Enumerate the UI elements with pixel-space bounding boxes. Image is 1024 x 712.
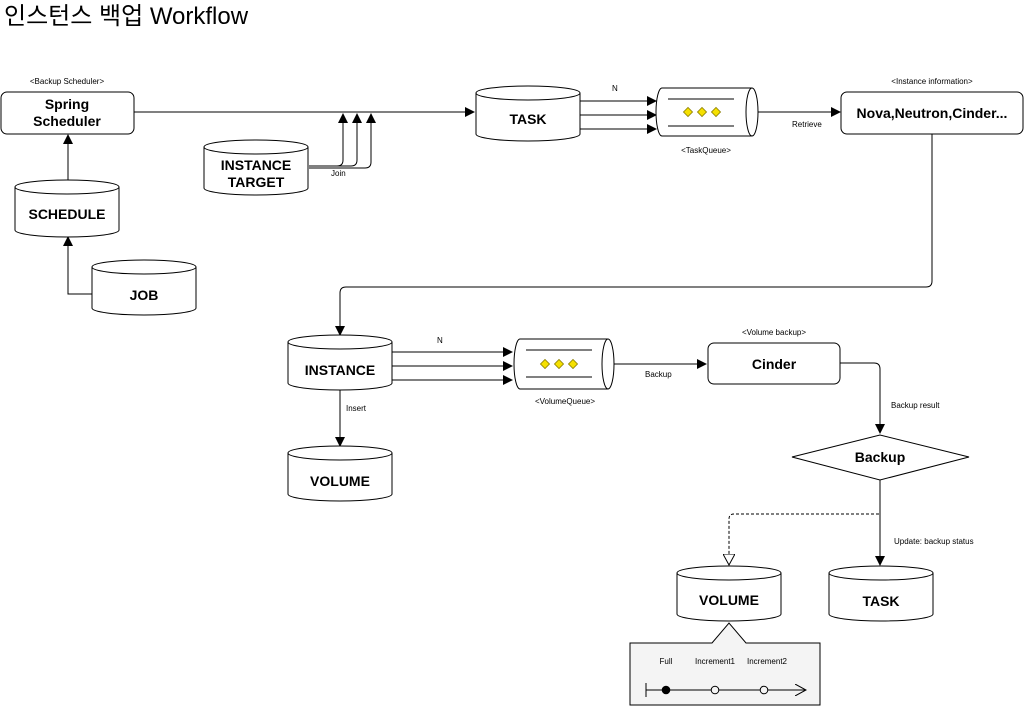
schedule-db: SCHEDULE [14, 179, 120, 238]
task-top-db: TASK [475, 85, 581, 142]
queue-item-icon [553, 358, 565, 370]
spring-scheduler-node: Spring Scheduler [0, 91, 135, 135]
full-backup-point [661, 685, 671, 695]
instance-target-line1: INSTANCE [221, 157, 292, 173]
backup-decision-label: Backup [855, 449, 906, 465]
retrieve-label: Retrieve [792, 120, 822, 129]
backup-scheduler-tag: <Backup Scheduler> [30, 77, 105, 86]
edge-nova-to-instance [335, 134, 933, 336]
instance-target-db: INSTANCE TARGET [203, 139, 309, 196]
task-top-label: TASK [509, 111, 546, 127]
task-queue [655, 87, 759, 137]
insert-label: Insert [346, 404, 367, 413]
volume-queue [513, 338, 615, 390]
page-title: 인스턴스 백업 Workflow [4, 3, 249, 30]
timeline-label-full: Full [660, 657, 673, 666]
queue-item-icon [710, 106, 722, 118]
instance-db: INSTANCE [287, 334, 393, 391]
timeline-label-increment2: Increment2 [747, 657, 788, 666]
cinder-label: Cinder [752, 356, 797, 372]
edge-backup-to-volume [729, 480, 881, 565]
nova-neutron-cinder-node: Nova,Neutron,Cinder... [840, 91, 1024, 135]
edge-join-2 [309, 113, 362, 167]
volume-queue-caption: <VolumeQueue> [535, 397, 595, 406]
edge-join-3 [309, 113, 376, 169]
volume-bottom-db: VOLUME [676, 565, 782, 622]
edge-cinder-to-backup [840, 362, 885, 434]
cinder-node: Cinder [707, 342, 841, 385]
queue-item-icon [539, 358, 551, 370]
instance-label: INSTANCE [305, 362, 376, 378]
timeline-label-increment1: Increment1 [695, 657, 736, 666]
spring-scheduler-line1: Spring [45, 96, 89, 112]
join-label: Join [331, 169, 346, 178]
volume-bottom-label: VOLUME [699, 592, 759, 608]
edge-join-1 [309, 113, 348, 167]
task-bottom-label: TASK [862, 593, 899, 609]
backup-edge-label: Backup [645, 370, 672, 379]
queue-item-icon [696, 106, 708, 118]
n-mid-label: N [437, 336, 443, 345]
volume-left-label: VOLUME [310, 473, 370, 489]
backup-decision: Backup [791, 434, 970, 481]
n-top-label: N [612, 84, 618, 93]
queue-item-icon [567, 358, 579, 370]
volume-left-db: VOLUME [287, 445, 393, 502]
edge-job-to-schedule [63, 236, 92, 295]
spring-scheduler-line2: Scheduler [33, 113, 101, 129]
instance-information-tag: <Instance information> [891, 77, 973, 86]
increment1-point [710, 685, 720, 695]
task-queue-caption: <TaskQueue> [681, 146, 731, 155]
schedule-label: SCHEDULE [28, 206, 105, 222]
update-status-label: Update: backup status [894, 537, 974, 546]
job-label: JOB [130, 287, 159, 303]
backup-result-label: Backup result [891, 401, 940, 410]
volume-backup-tag: <Volume backup> [742, 328, 806, 337]
backup-timeline-callout: Full Increment1 Increment2 [629, 622, 821, 706]
job-db: JOB [91, 259, 197, 316]
nova-neutron-cinder-label: Nova,Neutron,Cinder... [857, 105, 1008, 121]
increment2-point [759, 685, 769, 695]
instance-target-line2: TARGET [228, 174, 285, 190]
task-bottom-db: TASK [828, 565, 934, 622]
queue-item-icon [682, 106, 694, 118]
